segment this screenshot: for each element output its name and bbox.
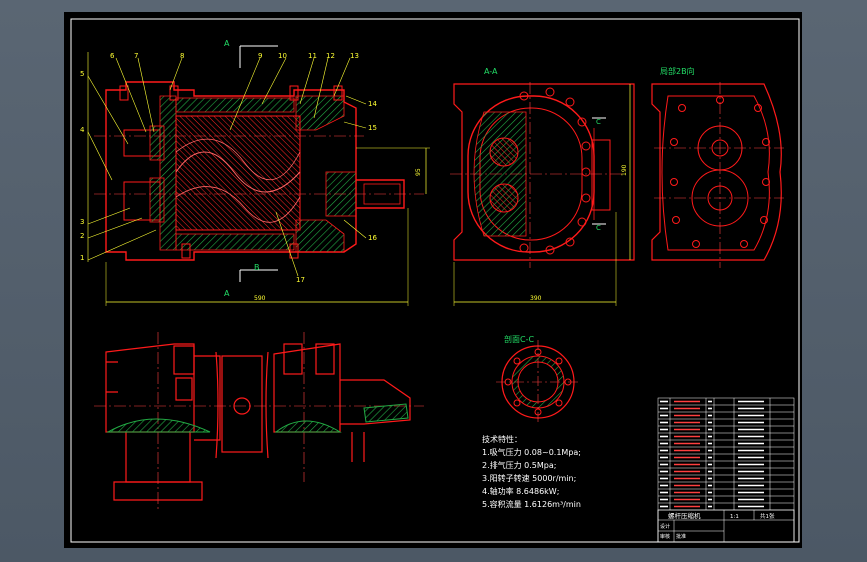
view-title-cc: 剖面C-C — [504, 334, 534, 344]
part-number-4: 4 — [80, 126, 85, 134]
parts-list-fill — [660, 400, 764, 508]
part-number-8: 8 — [180, 52, 184, 60]
main-section-view: A B A 590 95 — [80, 39, 430, 306]
c-marker-top: C — [596, 118, 601, 126]
dim-aa-height: 190 — [621, 164, 628, 176]
part-number-16: 16 — [368, 234, 377, 242]
part-number-7: 7 — [134, 52, 138, 60]
drawing-sheet: A B A 590 95 — [64, 12, 802, 548]
part-number-15: 15 — [368, 124, 377, 132]
section-label-a-top: A — [224, 39, 230, 48]
parts-list-table — [657, 397, 795, 543]
title-drawing-name: 螺杆压缩机 — [668, 511, 701, 520]
technical-heading: 技术特性： — [482, 434, 522, 444]
view-title-aa: A-A — [484, 67, 498, 76]
technical-line-1: 1.吸气压力 0.08~0.1Mpa; — [482, 447, 581, 457]
part-number-13: 13 — [350, 52, 359, 60]
technical-line-2: 2.排气压力 0.5Mpa; — [482, 460, 556, 470]
title-sheet: 共1张 — [760, 512, 775, 520]
part-number-3: 3 — [80, 218, 84, 226]
part-number-9: 9 — [258, 52, 262, 60]
title-role-approve: 批准 — [676, 533, 686, 540]
part-number-1: 1 — [80, 254, 84, 262]
title-scale: 1:1 — [730, 514, 739, 520]
drawing-canvas: A B A 590 95 — [70, 18, 800, 543]
dim-overall-length: 590 — [254, 295, 266, 302]
section-label-a-bottom: A — [224, 289, 230, 298]
dim-shaft-height: 95 — [415, 168, 422, 176]
drawing-frame — [70, 18, 800, 543]
technical-line-4: 4.轴功率 8.6486kW; — [482, 486, 559, 496]
lower-outline-view — [94, 332, 424, 512]
c-marker-bottom: C — [596, 224, 601, 232]
title-role-check: 审核 — [660, 533, 670, 540]
lower-hatched-areas — [106, 403, 409, 433]
cc-section-view: 剖面C-C — [496, 334, 580, 424]
part-number-2: 2 — [80, 232, 84, 240]
part-number-14: 14 — [368, 100, 377, 108]
dim-aa-width: 390 — [530, 295, 542, 302]
part-number-17: 17 — [296, 276, 305, 284]
part-number-5: 5 — [80, 70, 84, 78]
technical-line-5: 5.容积流量 1.6126m³/min — [482, 499, 581, 509]
part-number-10: 10 — [278, 52, 287, 60]
technical-notes: 技术特性： 1.吸气压力 0.08~0.1Mpa; 2.排气压力 0.5Mpa;… — [482, 434, 581, 509]
view-title-2b: 局部2B向 — [660, 66, 695, 76]
part-number-12: 12 — [326, 52, 335, 60]
title-role-design: 设计 — [660, 523, 670, 530]
title-block: 螺杆压缩机 1:1 共1张 设计 审核 批准 — [657, 509, 795, 543]
view-2b: 局部2B向 — [651, 66, 784, 268]
aa-section-view: A-A C C 390 190 — [450, 67, 635, 306]
section-label-b: B — [254, 263, 260, 272]
technical-line-3: 3.阳转子转速 5000r/min; — [482, 473, 576, 483]
part-number-11: 11 — [308, 52, 317, 60]
part-number-6: 6 — [110, 52, 115, 60]
